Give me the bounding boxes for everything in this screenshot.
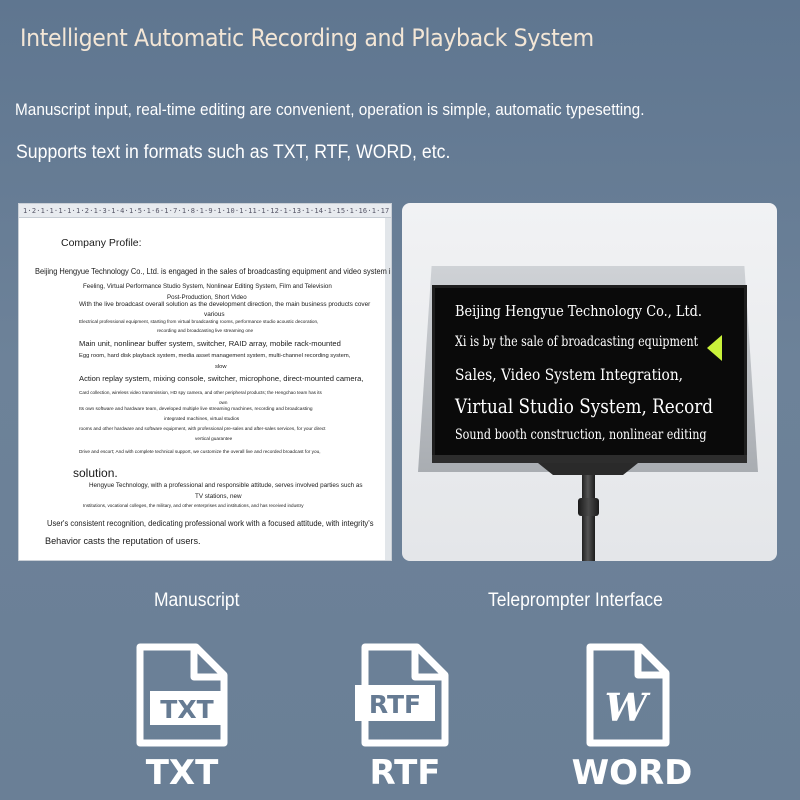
document-line: Feeling, Virtual Performance Studio Syst… (83, 283, 332, 290)
document-line: Company Profile: (61, 237, 142, 249)
document-line: Drive and escort; And with complete tech… (79, 449, 321, 454)
document-line: Behavior casts the reputation of users. (45, 536, 201, 547)
description-line-2: Supports text in formats such as TXT, RT… (16, 142, 451, 163)
document-line: Hengyue Technology, with a professional … (89, 482, 363, 489)
teleprompter-label: Teleprompter Interface (488, 590, 663, 611)
prompter-line: Xi is by the sale of broadcasting equipm… (455, 334, 699, 350)
document-line: vertical guarantee (195, 436, 233, 441)
document-line: rooms and other hardware and software eq… (79, 426, 326, 431)
document-line: Card collection, wireless video transmis… (79, 390, 322, 395)
word-file-icon: W (586, 643, 670, 747)
reading-cue-arrow-icon (707, 335, 722, 361)
txt-format: TXT TXT (132, 643, 232, 793)
rtf-caption: RTF (369, 753, 441, 793)
description-line-1: Manuscript input, real-time editing are … (15, 101, 645, 119)
txt-caption: TXT (145, 753, 219, 793)
word-caption: WORD (571, 753, 693, 793)
page-title: Intelligent Automatic Recording and Play… (20, 24, 594, 52)
document-line: recording and broadcasting live streamin… (157, 328, 254, 333)
txt-badge-text: TXT (160, 695, 213, 724)
document-line: Institutions, vocational colleges, the m… (83, 503, 304, 508)
document-line: Main unit, nonlinear buffer system, swit… (79, 339, 341, 348)
document-line: integrated machines, virtual studios (164, 417, 240, 422)
txt-file-icon: TXT (136, 643, 228, 747)
document-ruler: 1·2·1·1·1·1·1·2·1·3·1·4·1·5·1·6·1·7·1·8·… (19, 204, 391, 218)
document-body: Company Profile: Beijing Hengyue Technol… (19, 204, 391, 560)
word-format: W WORD (572, 643, 692, 793)
document-line: Its own software and hardware team, deve… (79, 407, 313, 412)
prompter-line: Sales, Video System Integration, (455, 365, 684, 384)
manuscript-label: Manuscript (154, 590, 240, 611)
word-badge-text: W (605, 685, 651, 730)
document-line: Egg room, hard disk playback system, med… (79, 353, 351, 359)
teleprompter-preview: Beijing Hengyue Technology Co., Ltd. Xi … (402, 203, 777, 561)
document-line: User's consistent recognition, dedicatin… (47, 519, 374, 528)
document-line: solution. (73, 466, 118, 480)
teleprompter-screen: Beijing Hengyue Technology Co., Ltd. Xi … (432, 285, 747, 460)
document-line: slow (215, 364, 227, 370)
rtf-format: RTF RTF (355, 643, 455, 793)
document-scrollbar (385, 218, 391, 560)
document-line: Beijing Hengyue Technology Co., Ltd. is … (35, 267, 392, 276)
teleprompter-base (432, 455, 747, 463)
document-line: own (219, 400, 228, 405)
teleprompter-stand-collar (578, 498, 599, 516)
prompter-line: Beijing Hengyue Technology Co., Ltd. (455, 302, 703, 320)
document-line: Post-Production, Short Video (167, 294, 247, 301)
document-line: Action replay system, mixing console, sw… (79, 374, 364, 383)
prompter-line: Virtual Studio System, Record (455, 394, 714, 418)
rtf-badge-text: RTF (369, 690, 421, 719)
document-line: With the live broadcast overall solution… (79, 301, 371, 308)
teleprompter-bracket (538, 463, 638, 475)
document-line: Electrical professional equipment, start… (79, 319, 319, 324)
rtf-file-icon: RTF (355, 643, 449, 747)
document-line: TV stations, new (195, 493, 242, 500)
manuscript-preview: 1·2·1·1·1·1·1·2·1·3·1·4·1·5·1·6·1·7·1·8·… (18, 203, 392, 561)
document-line: various (204, 311, 225, 318)
prompter-line: Sound booth construction, nonlinear edit… (455, 427, 707, 443)
